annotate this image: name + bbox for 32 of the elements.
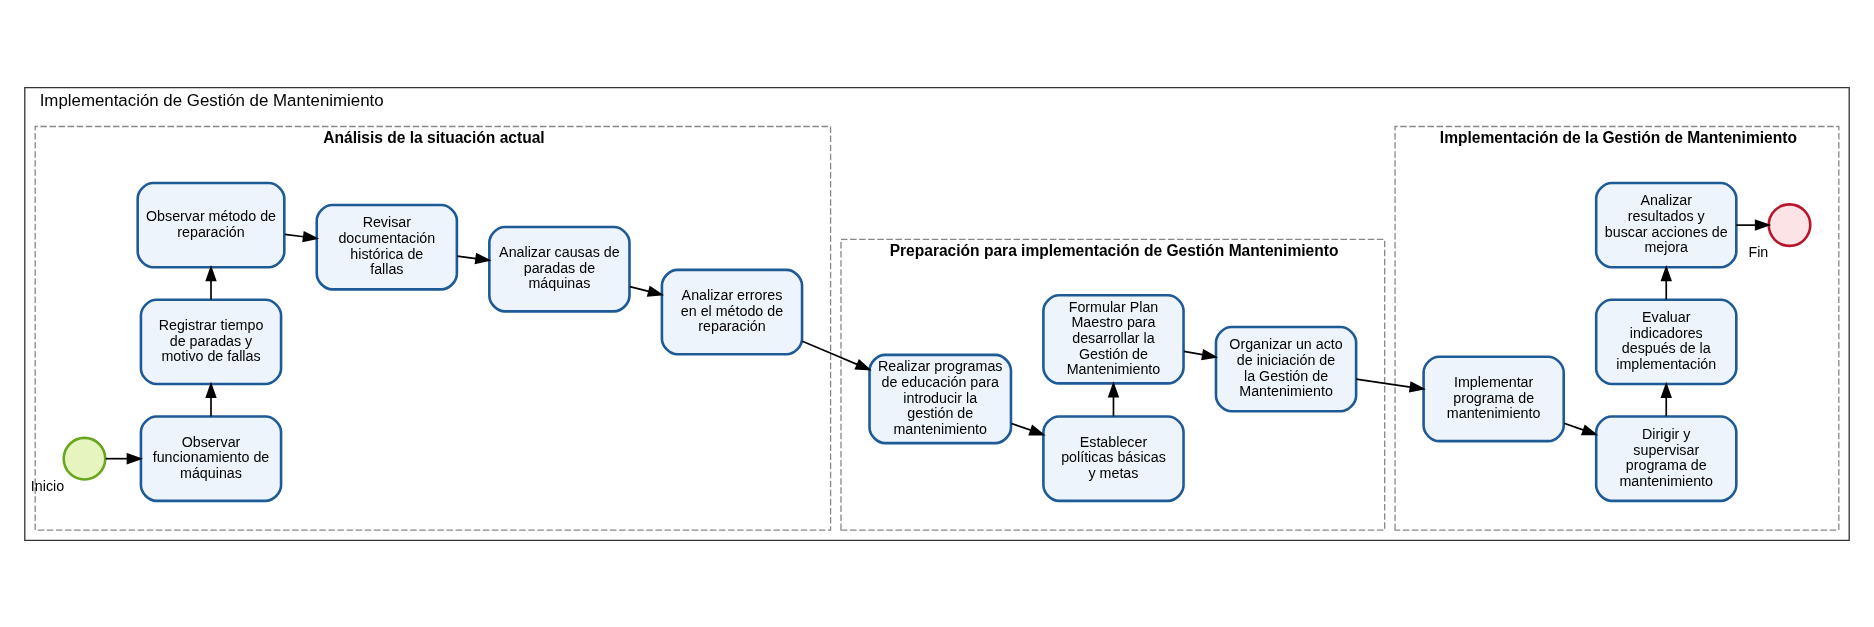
- arrow: [456, 252, 492, 264]
- arrow: [629, 285, 665, 297]
- arrow: [1660, 381, 1672, 417]
- node-box: Formular Plan Maestro para desarrollar la Gestión de Mantenimiento: [1042, 293, 1185, 385]
- node-box: Dirigir y supervisar programa de mantenimiento: [1594, 414, 1738, 502]
- node-box: Evaluar indicadores después de la implementación: [1594, 297, 1738, 385]
- node-box: Implementar programa de mantenimiento: [1422, 355, 1566, 442]
- arrow: [1183, 348, 1219, 360]
- node-box: Analizar causas de paradas de máquinas: [488, 225, 631, 313]
- arrow: [283, 230, 320, 242]
- node-box: Observar método de reparación: [136, 181, 286, 269]
- arrow: [1107, 380, 1120, 417]
- arrow: [1660, 264, 1672, 300]
- node-circle: [1767, 202, 1812, 247]
- arrow: [205, 264, 217, 300]
- node-box: Registrar tiempo de paradas y motivo de fallas: [139, 297, 283, 385]
- arrow: [1355, 377, 1426, 393]
- node-box: Establecer políticas básicas y metas: [1042, 414, 1185, 502]
- node-box: Organizar un acto de iniciación de la Gestión de Mantenimiento: [1214, 325, 1358, 413]
- arrow: [801, 339, 872, 371]
- arrow: [1735, 218, 1772, 231]
- arrow: [205, 381, 217, 417]
- node-circle: [62, 436, 107, 481]
- node-box: Revisar documentación histórica de fallas: [315, 203, 459, 291]
- arrow: [1010, 422, 1046, 435]
- node-box: Analizar errores en el método de reparación: [660, 268, 804, 356]
- arrow: [104, 452, 144, 464]
- node-box: Observar funcionamiento de máquinas: [139, 414, 283, 502]
- node-box: Realizar programas de educación para introducir la gestión de mantenimiento: [868, 353, 1013, 444]
- node-box: Analizar resultados y buscar acciones de mejora: [1594, 181, 1738, 269]
- arrow: [1563, 421, 1599, 435]
- node-label: Fin: [1748, 243, 1769, 260]
